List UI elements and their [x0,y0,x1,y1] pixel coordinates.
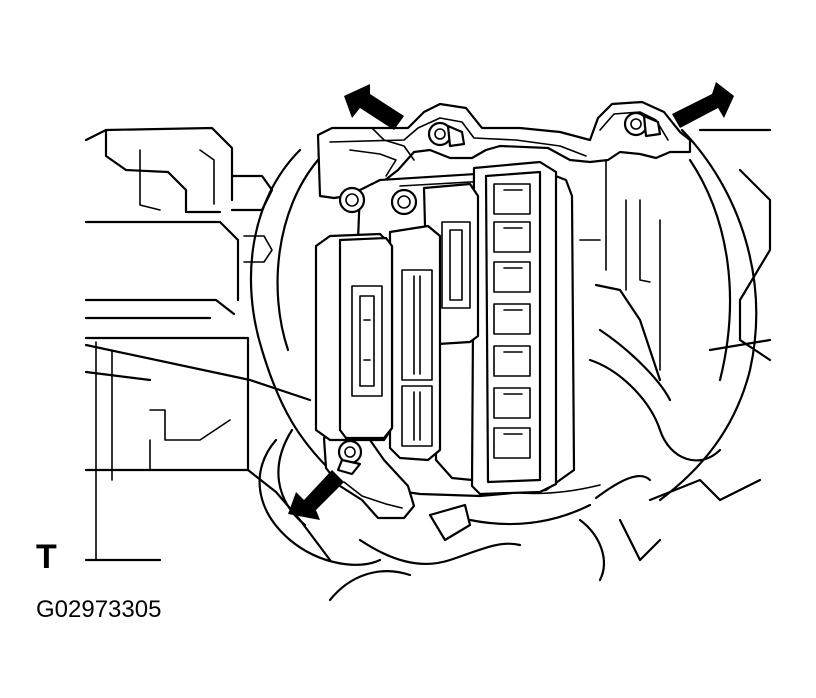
mounting-bracket [316,100,692,200]
view-direction-mark: T [36,538,57,576]
bolt-top-right-icon [623,111,662,138]
right-housing-structure [579,128,772,562]
plate-bolt-left-icon [338,186,366,214]
connector-second [388,224,442,462]
bolt-top-left-icon [427,121,466,148]
connector-large [470,160,558,496]
arrow-top-left-icon [344,84,404,130]
left-housing-structure [84,126,332,562]
arrow-top-right-icon [672,82,734,128]
ecu-module [314,232,394,442]
wire-harness [258,428,652,602]
arrow-bottom-left-icon [288,470,344,520]
figure-code: G02973305 [36,596,162,623]
plate-bolt-mid-icon [390,188,418,216]
connector-middle [422,182,480,482]
bolt-bottom-icon [336,439,363,476]
